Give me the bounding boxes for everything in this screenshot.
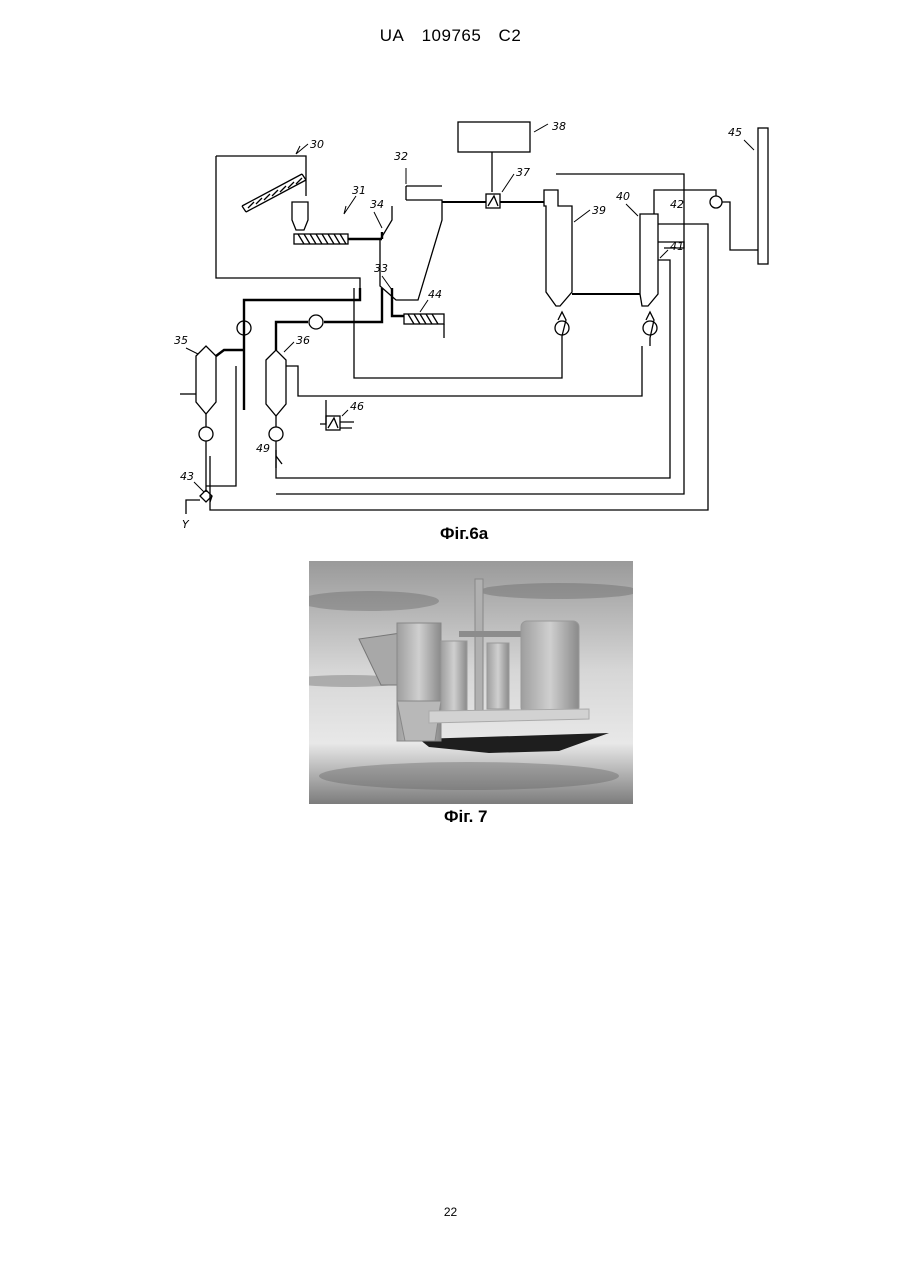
label-41: 41 [670, 240, 684, 253]
label-30: 30 [310, 138, 324, 151]
column-39 [544, 190, 572, 306]
screw-conveyor-31 [294, 234, 348, 244]
hopper-31 [292, 202, 308, 230]
label-39: 39 [592, 204, 606, 217]
patent-office: UA [380, 26, 405, 45]
label-40: 40 [616, 190, 630, 203]
screw-conveyor-30 [242, 174, 306, 212]
column-shaft [475, 579, 483, 719]
label-46: 46 [350, 400, 364, 413]
label-44: 44 [428, 288, 442, 301]
label-49: 49 [256, 442, 270, 455]
inner-cylinder-left [441, 641, 467, 711]
process-diagram-fig6a: 30 31 32 34 33 44 38 37 39 40 42 41 45 3… [160, 110, 800, 530]
label-37: 37 [516, 166, 530, 179]
label-outlet: Y [182, 518, 190, 530]
label-32: 32 [394, 150, 408, 163]
label-34: 34 [370, 198, 384, 211]
label-35: 35 [174, 334, 188, 347]
reactor-32 [380, 200, 442, 300]
patent-header: UA 109765 C2 [0, 26, 901, 46]
label-45: 45 [728, 126, 742, 139]
patent-number: 109765 [422, 26, 482, 45]
unit-38 [458, 122, 530, 152]
stack-45 [758, 128, 768, 264]
screw-conveyor-44 [404, 314, 444, 338]
caption-fig6a: Фіг.6а [440, 524, 488, 544]
label-31: 31 [352, 184, 366, 197]
label-33: 33 [374, 262, 388, 275]
render-fig7 [309, 561, 633, 804]
inner-cylinder-mid [487, 643, 509, 709]
page-number: 22 [0, 1205, 901, 1219]
feed-hopper-outline [216, 156, 360, 296]
label-38: 38 [552, 120, 566, 133]
vessel-36 [266, 350, 286, 416]
column-40 [640, 214, 658, 306]
patent-kind: C2 [499, 26, 522, 45]
pump-36 [309, 315, 323, 329]
vessel-35 [196, 346, 216, 414]
label-36: 36 [296, 334, 310, 347]
large-cylinder-right [521, 621, 579, 713]
label-43: 43 [180, 470, 194, 483]
label-42: 42 [670, 198, 684, 211]
caption-fig7: Фіг. 7 [444, 807, 488, 827]
